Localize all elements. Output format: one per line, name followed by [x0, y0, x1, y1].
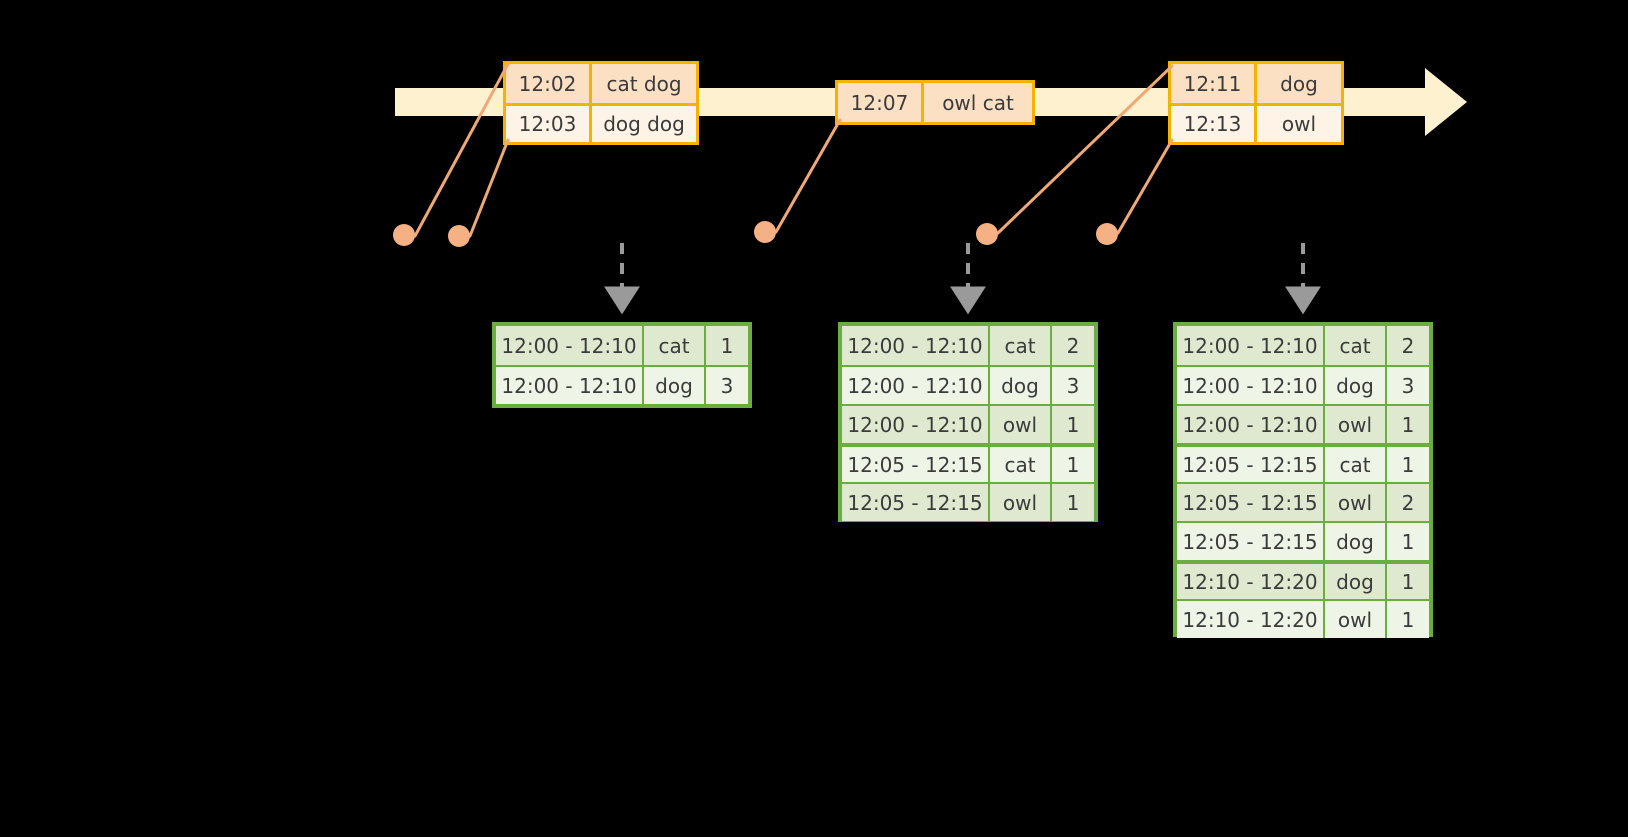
event-group-3[interactable]: 12:11 dog 12:13 owl — [1168, 61, 1344, 145]
table-row[interactable]: 12:00 - 12:10 dog 3 — [1177, 365, 1429, 404]
event-time: 12:07 — [838, 83, 924, 122]
table-row[interactable]: 12:05 - 12:15 dog 1 — [1177, 521, 1429, 560]
cell-window: 12:00 - 12:10 — [1177, 367, 1325, 404]
cell-word: dog — [1325, 523, 1387, 560]
cell-window: 12:00 - 12:10 — [842, 367, 990, 404]
event-row[interactable]: 12:03 dog dog — [506, 103, 696, 142]
cell-word: cat — [990, 326, 1052, 365]
table-row[interactable]: 12:05 - 12:15 owl 2 — [1177, 482, 1429, 521]
connector-line-3 — [774, 118, 842, 234]
cell-word: cat — [1325, 447, 1387, 482]
table-row[interactable]: 12:05 - 12:15 cat 1 — [842, 443, 1094, 482]
cell-window: 12:00 - 12:10 — [842, 326, 990, 365]
cell-word: owl — [1325, 484, 1387, 521]
table-row[interactable]: 12:00 - 12:10 cat 1 — [496, 326, 748, 365]
cell-count: 1 — [1387, 523, 1429, 560]
cell-word: cat — [990, 447, 1052, 482]
cell-window: 12:10 - 12:20 — [1177, 564, 1325, 599]
cell-window: 12:00 - 12:10 — [842, 406, 990, 443]
cell-count: 3 — [1052, 367, 1094, 404]
table-row[interactable]: 12:10 - 12:20 owl 1 — [1177, 599, 1429, 638]
table-row[interactable]: 12:00 - 12:10 owl 1 — [842, 404, 1094, 443]
cell-count: 1 — [1387, 564, 1429, 599]
cell-word: dog — [990, 367, 1052, 404]
event-value: owl — [1257, 106, 1341, 142]
cell-word: cat — [1325, 326, 1387, 365]
cell-count: 1 — [706, 326, 748, 365]
cell-word: owl — [1325, 406, 1387, 443]
cell-word: dog — [1325, 564, 1387, 599]
connector-dot-2 — [448, 225, 470, 247]
cell-window: 12:00 - 12:10 — [496, 367, 644, 404]
cell-word: owl — [990, 406, 1052, 443]
table-row[interactable]: 12:00 - 12:10 cat 2 — [1177, 326, 1429, 365]
cell-word: dog — [644, 367, 706, 404]
cell-count: 3 — [1387, 367, 1429, 404]
cell-window: 12:00 - 12:10 — [496, 326, 644, 365]
table-row[interactable]: 12:00 - 12:10 owl 1 — [1177, 404, 1429, 443]
cell-word: dog — [1325, 367, 1387, 404]
cell-count: 1 — [1387, 447, 1429, 482]
event-time: 12:13 — [1171, 106, 1257, 142]
connector-line-2 — [468, 138, 510, 238]
event-value: dog — [1257, 64, 1341, 103]
table-row[interactable]: 12:05 - 12:15 owl 1 — [842, 482, 1094, 521]
event-group-2[interactable]: 12:07 owl cat — [835, 80, 1035, 125]
cell-window: 12:05 - 12:15 — [1177, 523, 1325, 560]
table-row[interactable]: 12:00 - 12:10 cat 2 — [842, 326, 1094, 365]
cell-window: 12:00 - 12:10 — [1177, 406, 1325, 443]
event-value: cat dog — [592, 64, 696, 103]
cell-count: 1 — [1387, 601, 1429, 638]
connector-dot-1 — [393, 224, 415, 246]
event-row[interactable]: 12:13 owl — [1171, 103, 1341, 142]
cell-word: cat — [644, 326, 706, 365]
event-time: 12:03 — [506, 106, 592, 142]
cell-word: owl — [990, 484, 1052, 521]
table-row[interactable]: 12:00 - 12:10 dog 3 — [842, 365, 1094, 404]
cell-word: owl — [1325, 601, 1387, 638]
cell-count: 2 — [1387, 484, 1429, 521]
event-row[interactable]: 12:11 dog — [1171, 64, 1341, 103]
cell-count: 3 — [706, 367, 748, 404]
cell-count: 2 — [1052, 326, 1094, 365]
cell-window: 12:05 - 12:15 — [1177, 484, 1325, 521]
cell-count: 1 — [1387, 406, 1429, 443]
event-time: 12:02 — [506, 64, 592, 103]
cell-count: 1 — [1052, 484, 1094, 521]
cell-window: 12:05 - 12:15 — [1177, 447, 1325, 482]
connector-dot-3 — [754, 221, 776, 243]
connector-dot-5 — [1096, 223, 1118, 245]
cell-count: 1 — [1052, 447, 1094, 482]
event-row[interactable]: 12:02 cat dog — [506, 64, 696, 103]
timeline-arrow-head — [1425, 68, 1467, 136]
result-table-1[interactable]: 12:00 - 12:10 cat 1 12:00 - 12:10 dog 3 — [492, 322, 752, 408]
table-row[interactable]: 12:10 - 12:20 dog 1 — [1177, 560, 1429, 599]
event-row[interactable]: 12:07 owl cat — [838, 83, 1032, 122]
result-table-3[interactable]: 12:00 - 12:10 cat 2 12:00 - 12:10 dog 3 … — [1173, 322, 1433, 638]
cell-window: 12:05 - 12:15 — [842, 484, 990, 521]
cell-count: 2 — [1387, 326, 1429, 365]
cell-window: 12:10 - 12:20 — [1177, 601, 1325, 638]
cell-window: 12:05 - 12:15 — [842, 447, 990, 482]
table-row[interactable]: 12:05 - 12:15 cat 1 — [1177, 443, 1429, 482]
event-time: 12:11 — [1171, 64, 1257, 103]
connector-line-5 — [1116, 138, 1174, 235]
result-table-2[interactable]: 12:00 - 12:10 cat 2 12:00 - 12:10 dog 3 … — [838, 322, 1098, 522]
event-group-1[interactable]: 12:02 cat dog 12:03 dog dog — [503, 61, 699, 145]
table-row[interactable]: 12:00 - 12:10 dog 3 — [496, 365, 748, 404]
cell-count: 1 — [1052, 406, 1094, 443]
event-value: owl cat — [924, 83, 1032, 122]
event-value: dog dog — [592, 106, 696, 142]
connector-dot-4 — [976, 223, 998, 245]
cell-window: 12:00 - 12:10 — [1177, 326, 1325, 365]
